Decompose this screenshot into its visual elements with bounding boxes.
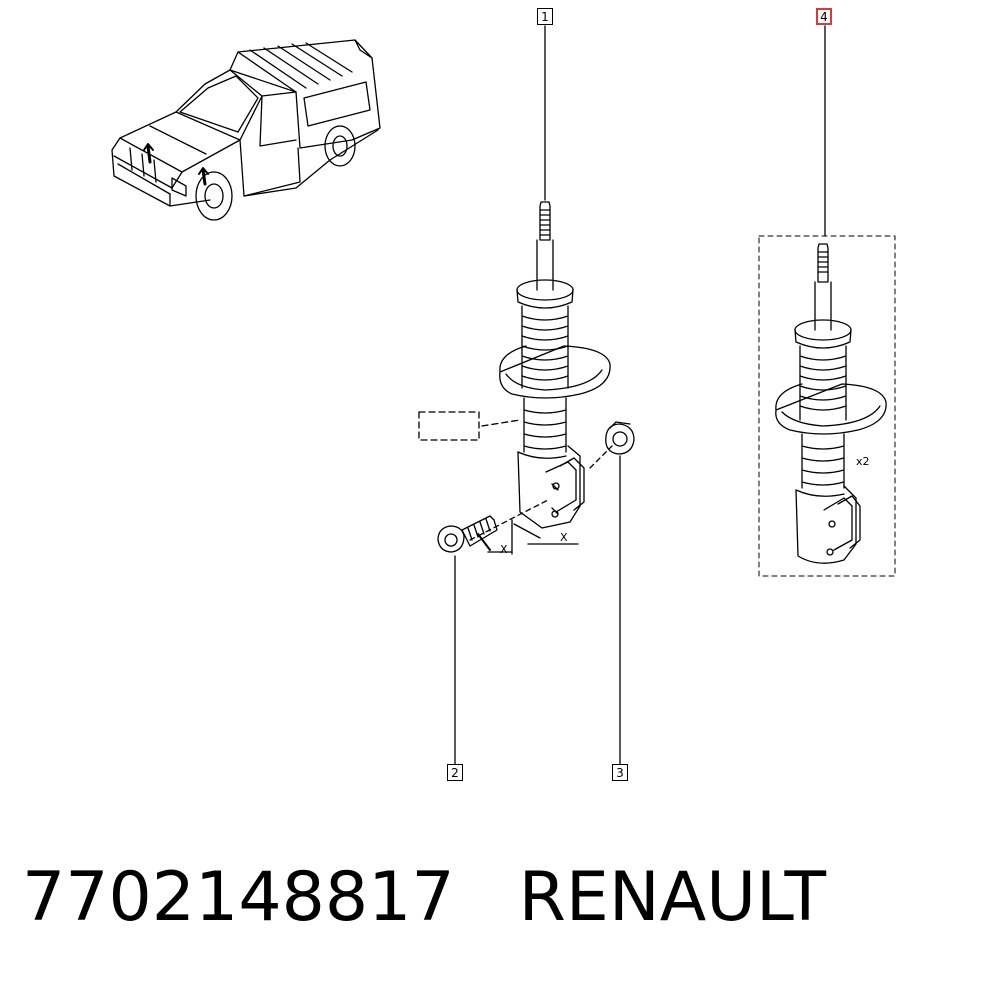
callout-3: 3 [612,764,628,781]
dimension-x-right: X [560,531,568,544]
callout-1: 1 [537,8,553,25]
strut-kit-part-4 [758,25,896,577]
strut-assembly-main [418,25,613,555]
callout-2: 2 [447,764,463,781]
dimension-x-left: X [500,543,508,556]
bolt-part-2 [437,515,498,765]
part-number: 7702148817 [22,858,455,937]
van-illustration [111,39,381,221]
callout-4: 4 [816,8,832,25]
brand-name: RENAULT [518,858,827,937]
footer: 7702148817 RENAULT [22,858,826,937]
nut-part-3 [605,421,635,765]
quantity-label: x2 [856,455,870,468]
